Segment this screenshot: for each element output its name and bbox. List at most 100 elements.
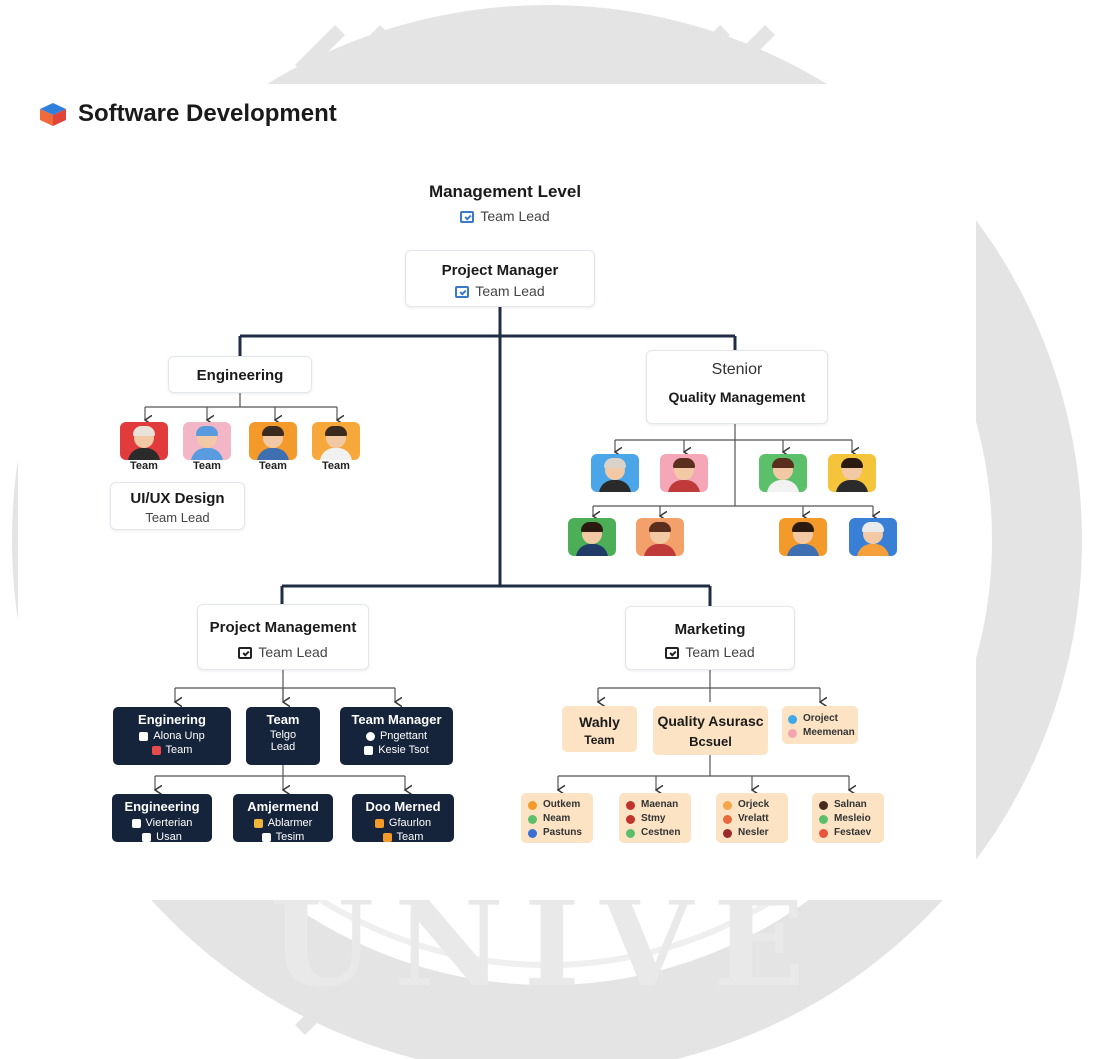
team-label: Team bbox=[130, 460, 158, 472]
uiux-design-node[interactable]: UI/UX Design Team Lead bbox=[110, 482, 245, 530]
checkbox-icon bbox=[455, 286, 470, 298]
mail-icon bbox=[382, 832, 392, 842]
status-dot bbox=[626, 814, 635, 824]
quality-line1: Stenior bbox=[711, 361, 763, 378]
check-icon bbox=[131, 818, 141, 828]
grid-icon bbox=[142, 832, 152, 842]
box-line: Team bbox=[584, 733, 615, 747]
person-avatar-icon bbox=[120, 422, 168, 460]
team-label: Team bbox=[259, 460, 287, 472]
box-title: Doo Merned bbox=[365, 799, 441, 814]
marketing-title: Marketing bbox=[674, 621, 746, 638]
box-line: Bcsuel bbox=[689, 734, 732, 749]
bag-icon bbox=[374, 818, 384, 828]
box-title: Engineering bbox=[124, 799, 200, 814]
person-avatar-icon bbox=[828, 454, 876, 492]
card-item: Nesler bbox=[723, 826, 788, 840]
project-management-title: Project Management bbox=[209, 619, 357, 636]
card-item: Salnan bbox=[819, 798, 884, 812]
person-avatar-icon bbox=[636, 518, 684, 556]
box-item: Oroject bbox=[788, 712, 858, 726]
engineering-node[interactable]: Engineering bbox=[168, 356, 312, 393]
project-management-role: Team Lead bbox=[198, 644, 368, 660]
person-avatar-icon bbox=[568, 518, 616, 556]
box-title: Team bbox=[266, 712, 300, 727]
team-label: Team bbox=[193, 460, 221, 472]
uiux-title: UI/UX Design bbox=[130, 490, 225, 507]
box-item: Team bbox=[113, 743, 231, 757]
project-manager-node[interactable]: Project Manager Team Lead bbox=[405, 250, 595, 307]
box-item: Meemenan bbox=[788, 726, 858, 740]
person-avatar-icon bbox=[183, 422, 231, 460]
page-title-text: Software Development bbox=[78, 100, 337, 127]
person-avatar-icon bbox=[849, 518, 897, 556]
box-line: Telgo bbox=[269, 729, 297, 741]
card-item: Vrelatt bbox=[723, 812, 788, 826]
box-title: Amjermend bbox=[247, 799, 319, 814]
status-dot bbox=[819, 828, 828, 838]
person-avatar-icon bbox=[779, 518, 827, 556]
checkbox-icon bbox=[460, 211, 475, 223]
engineering-title: Engineering bbox=[196, 367, 284, 384]
person-avatar-icon bbox=[660, 454, 708, 492]
box-title: Wahly bbox=[579, 714, 620, 730]
management-level-title: Management Level bbox=[428, 182, 582, 201]
status-dot bbox=[528, 800, 537, 810]
quality-assurance-box[interactable]: Quality Asurasc Bcsuel bbox=[653, 706, 768, 755]
checkbox-icon bbox=[665, 647, 680, 659]
box-item: Kesie Tsot bbox=[340, 743, 453, 757]
wahly-team-box[interactable]: Wahly Team bbox=[562, 706, 637, 752]
box-item: Alona Unp bbox=[113, 729, 231, 743]
box-item: Vierterian bbox=[112, 816, 212, 830]
person-avatar-icon bbox=[312, 422, 360, 460]
card-item: Cestnen bbox=[626, 826, 691, 840]
person-avatar-icon bbox=[249, 422, 297, 460]
box-item: Team bbox=[352, 830, 454, 844]
status-dot bbox=[723, 814, 732, 824]
oroject-box[interactable]: Oroject Meemenan bbox=[782, 706, 858, 744]
pm-team-box[interactable]: Team Telgo Lead bbox=[246, 707, 320, 765]
flag-icon bbox=[151, 745, 161, 755]
status-dot bbox=[788, 728, 797, 738]
card-item: Outkem bbox=[528, 798, 593, 812]
card-item: Mesleio bbox=[819, 812, 884, 826]
quality-line2: Quality Management bbox=[668, 389, 806, 405]
quality-management-node[interactable]: Stenior Quality Management bbox=[646, 350, 828, 424]
person-avatar-icon bbox=[759, 454, 807, 492]
pm-engineering-box-2[interactable]: Engineering Vierterian Usan bbox=[112, 794, 212, 844]
status-dot bbox=[723, 800, 732, 810]
box-item: Gfaurlon bbox=[352, 816, 454, 830]
team-label: Team bbox=[322, 460, 350, 472]
image-icon bbox=[364, 745, 374, 755]
checkbox-icon bbox=[238, 647, 253, 659]
status-dot bbox=[788, 714, 797, 724]
box-item: Usan bbox=[112, 830, 212, 844]
page-title: Software Development bbox=[38, 100, 337, 128]
status-dot bbox=[819, 800, 828, 810]
status-dot bbox=[819, 814, 828, 824]
status-dot bbox=[626, 800, 635, 810]
person-avatar-icon bbox=[591, 454, 639, 492]
card-item: Orjeck bbox=[723, 798, 788, 812]
marketing-node[interactable]: Marketing Team Lead bbox=[625, 606, 795, 670]
pm-team-manager-box[interactable]: Team Manager Pngettant Kesie Tsot bbox=[340, 707, 453, 765]
card-item: Pastuns bbox=[528, 826, 593, 840]
pm-doo-merned-box[interactable]: Doo Merned Gfaurlon Team bbox=[352, 794, 454, 844]
project-management-node[interactable]: Project Management Team Lead bbox=[197, 604, 369, 670]
status-dot bbox=[528, 814, 537, 824]
card-item: Maenan bbox=[626, 798, 691, 812]
box-item: Ablarmer bbox=[233, 816, 333, 830]
pm-amjermend-box[interactable]: Amjermend Ablarmer Tesim bbox=[233, 794, 333, 844]
project-manager-role: Team Lead bbox=[406, 283, 594, 299]
status-dot bbox=[723, 828, 732, 838]
status-dot bbox=[626, 828, 635, 838]
check-icon bbox=[139, 731, 149, 741]
box-item: Tesim bbox=[233, 830, 333, 844]
pm-enginering-box[interactable]: Enginering Alona Unp Team bbox=[113, 707, 231, 765]
card-item: Festaev bbox=[819, 826, 884, 840]
box-title: Team Manager bbox=[351, 712, 442, 727]
